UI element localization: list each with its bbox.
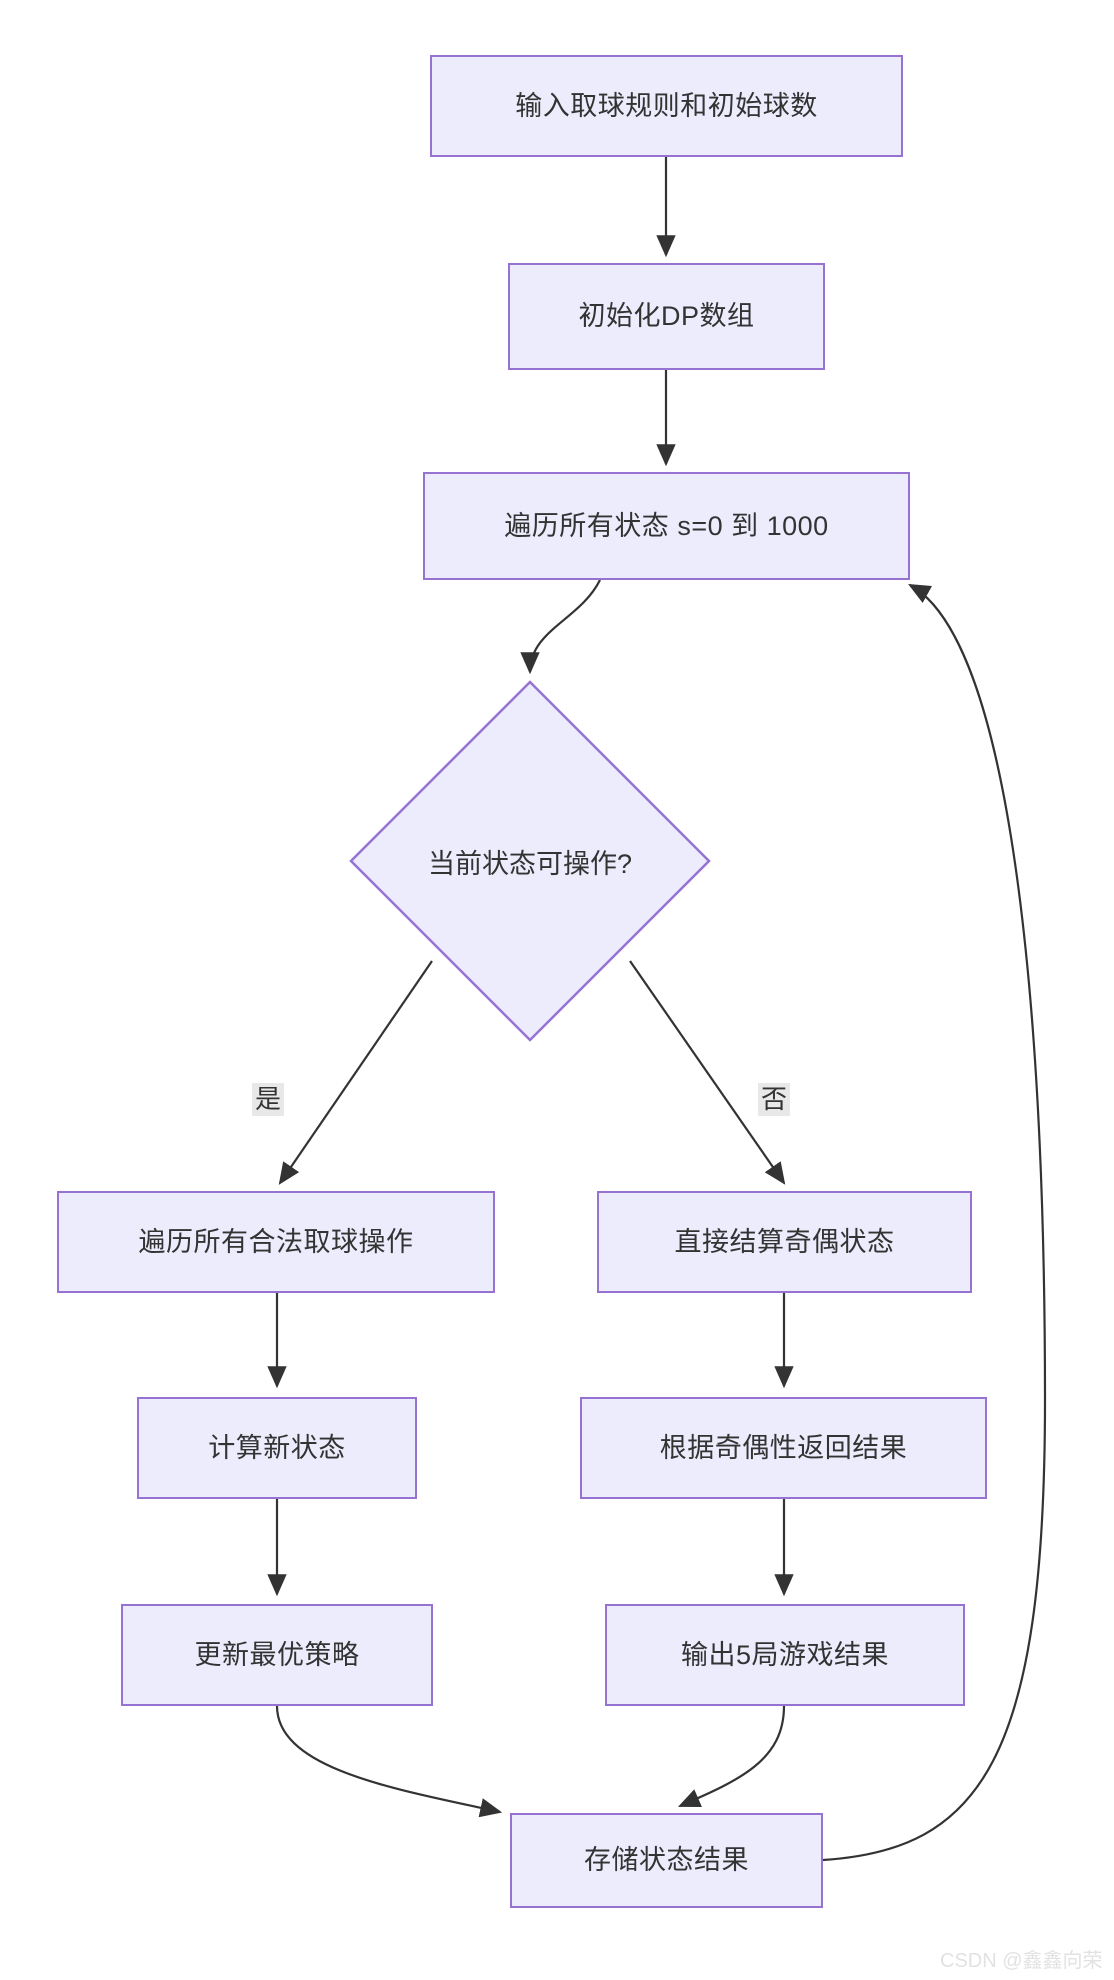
node-newstate[interactable]: 计算新状态	[137, 1397, 417, 1499]
edge-label-yes: 是	[252, 1083, 285, 1116]
node-settle[interactable]: 直接结算奇偶状态	[597, 1191, 972, 1293]
node-output[interactable]: 输出5局游戏结果	[605, 1604, 965, 1706]
edge-strategy-to-store	[275, 1705, 503, 1818]
edge-output-to-store	[677, 1705, 786, 1808]
node-input[interactable]: 输入取球规则和初始球数	[430, 55, 903, 157]
node-enumerate[interactable]: 遍历所有合法取球操作	[57, 1191, 495, 1293]
node-parity-label: 根据奇偶性返回结果	[659, 1432, 908, 1463]
watermark: CSDN @鑫鑫向荣	[940, 1950, 1103, 1972]
node-newstate-label: 计算新状态	[208, 1432, 346, 1463]
node-settle-label: 直接结算奇偶状态	[674, 1226, 895, 1257]
node-decision-label: 当前状态可操作?	[427, 848, 633, 879]
node-strategy-label: 更新最优策略	[194, 1639, 360, 1670]
node-loop-label: 遍历所有状态 s=0 到 1000	[504, 510, 829, 541]
node-output-label: 输出5局游戏结果	[680, 1639, 890, 1670]
node-store-label: 存储状态结果	[584, 1845, 749, 1876]
node-decision[interactable]: 当前状态可操作?	[349, 680, 711, 1042]
edge-loop-to-decision	[520, 579, 601, 675]
node-parity[interactable]: 根据奇偶性返回结果	[580, 1397, 987, 1499]
node-initdp[interactable]: 初始化DP数组	[508, 263, 825, 370]
node-loop[interactable]: 遍历所有状态 s=0 到 1000	[423, 472, 910, 580]
node-input-label: 输入取球规则和初始球数	[515, 90, 818, 121]
node-enumerate-label: 遍历所有合法取球操作	[138, 1226, 414, 1257]
edge-label-no: 否	[758, 1083, 791, 1116]
diamond-shape	[349, 680, 711, 1042]
node-initdp-label: 初始化DP数组	[578, 301, 755, 332]
node-store[interactable]: 存储状态结果	[510, 1813, 823, 1908]
node-strategy[interactable]: 更新最优策略	[121, 1604, 433, 1706]
